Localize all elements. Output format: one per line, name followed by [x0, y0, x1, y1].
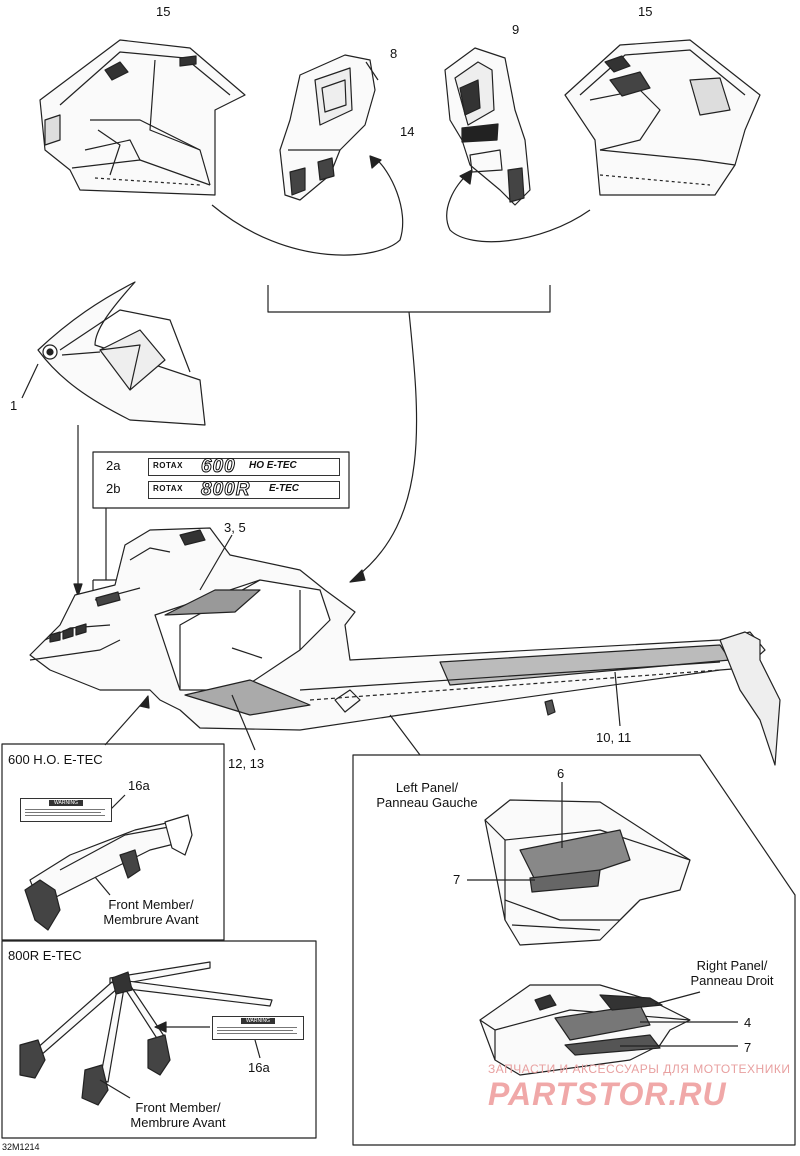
warning-line	[217, 1030, 293, 1031]
r-front-member-drawing	[19, 961, 273, 1106]
callout-15-right: 15	[638, 4, 653, 19]
ho-box-title: 600 H.O. E-TEC	[8, 752, 103, 767]
callout-2a: 2a	[106, 458, 121, 473]
callout-14: 14	[400, 124, 415, 139]
decal-600-ho: ROTAX 600 HO E-TEC	[148, 456, 340, 478]
left-panel-fr: Panneau Gauche	[376, 795, 478, 810]
decal-600-suffix: HO E-TEC	[249, 460, 297, 471]
callout-9: 9	[512, 22, 520, 37]
left-panel-label: Left Panel/ Panneau Gauche	[362, 780, 492, 810]
warning-label-r: WARNING	[212, 1016, 304, 1040]
warning-line	[25, 815, 105, 816]
r-member-en: Front Member/	[135, 1100, 221, 1115]
warning-line	[25, 809, 105, 810]
left-panel-en: Left Panel/	[395, 780, 459, 795]
left-side-panel-drawing	[39, 39, 246, 196]
left-panel-drawing	[484, 799, 691, 946]
right-inner-panel-drawing	[444, 47, 531, 206]
callout-16a-top: 16a	[128, 778, 150, 793]
warning-label-ho: WARNING	[20, 798, 112, 822]
warning-line	[217, 1027, 297, 1028]
r-member-fr: Membrure Avant	[130, 1115, 226, 1130]
callout-1: 1	[10, 398, 18, 413]
left-inner-panel-drawing	[279, 54, 379, 201]
callout-16a-bottom: 16a	[248, 1060, 270, 1075]
r-member-label: Front Member/ Membrure Avant	[108, 1100, 248, 1130]
callout-7-right: 7	[744, 1040, 752, 1055]
decal-rotax-text: ROTAX	[153, 461, 183, 470]
callout-6: 6	[557, 766, 565, 781]
right-side-panel-drawing	[564, 39, 761, 196]
warning-line	[217, 1033, 297, 1034]
right-panel-drawing	[479, 984, 691, 1076]
warning-line	[25, 812, 101, 813]
callout-4: 4	[744, 1015, 752, 1030]
warning-head-ho: WARNING	[49, 800, 83, 806]
ho-member-en: Front Member/	[108, 897, 194, 912]
callout-8: 8	[390, 46, 398, 61]
callout-15-left: 15	[156, 4, 171, 19]
ho-member-fr: Membrure Avant	[103, 912, 199, 927]
decal-600-model: 600	[201, 456, 236, 478]
decal-800-model: 800R	[200, 479, 251, 501]
decal-rotax-text-2: ROTAX	[153, 484, 183, 493]
watermark-tagline: ЗАПЧАСТИ И АКСЕССУАРЫ ДЛЯ МОТОТЕХНИКИ	[488, 1062, 791, 1076]
diagram-code: 32M1214	[2, 1142, 40, 1152]
watermark-brand: PARTSTOR.RU	[488, 1076, 727, 1112]
callout-2b: 2b	[106, 481, 121, 496]
callout-10-11: 10, 11	[596, 730, 632, 745]
callout-3-5: 3, 5	[224, 520, 246, 535]
warning-head-r: WARNING	[241, 1018, 275, 1024]
snowmobile-body-drawing	[29, 527, 781, 766]
callout-12-13: 12, 13	[228, 756, 265, 771]
ho-member-label: Front Member/ Membrure Avant	[86, 897, 216, 927]
right-panel-fr: Panneau Droit	[690, 973, 774, 988]
right-panel-label: Right Panel/ Panneau Droit	[668, 958, 796, 988]
r-box-title: 800R E-TEC	[8, 948, 82, 963]
callout-7-left: 7	[453, 872, 461, 887]
right-panel-en: Right Panel/	[696, 958, 768, 973]
decal-800r: ROTAX 800R E-TEC	[148, 479, 340, 501]
ho-front-member-drawing	[24, 814, 193, 931]
decal-800-suffix: E-TEC	[269, 483, 299, 494]
nose-cone-drawing	[37, 281, 206, 426]
